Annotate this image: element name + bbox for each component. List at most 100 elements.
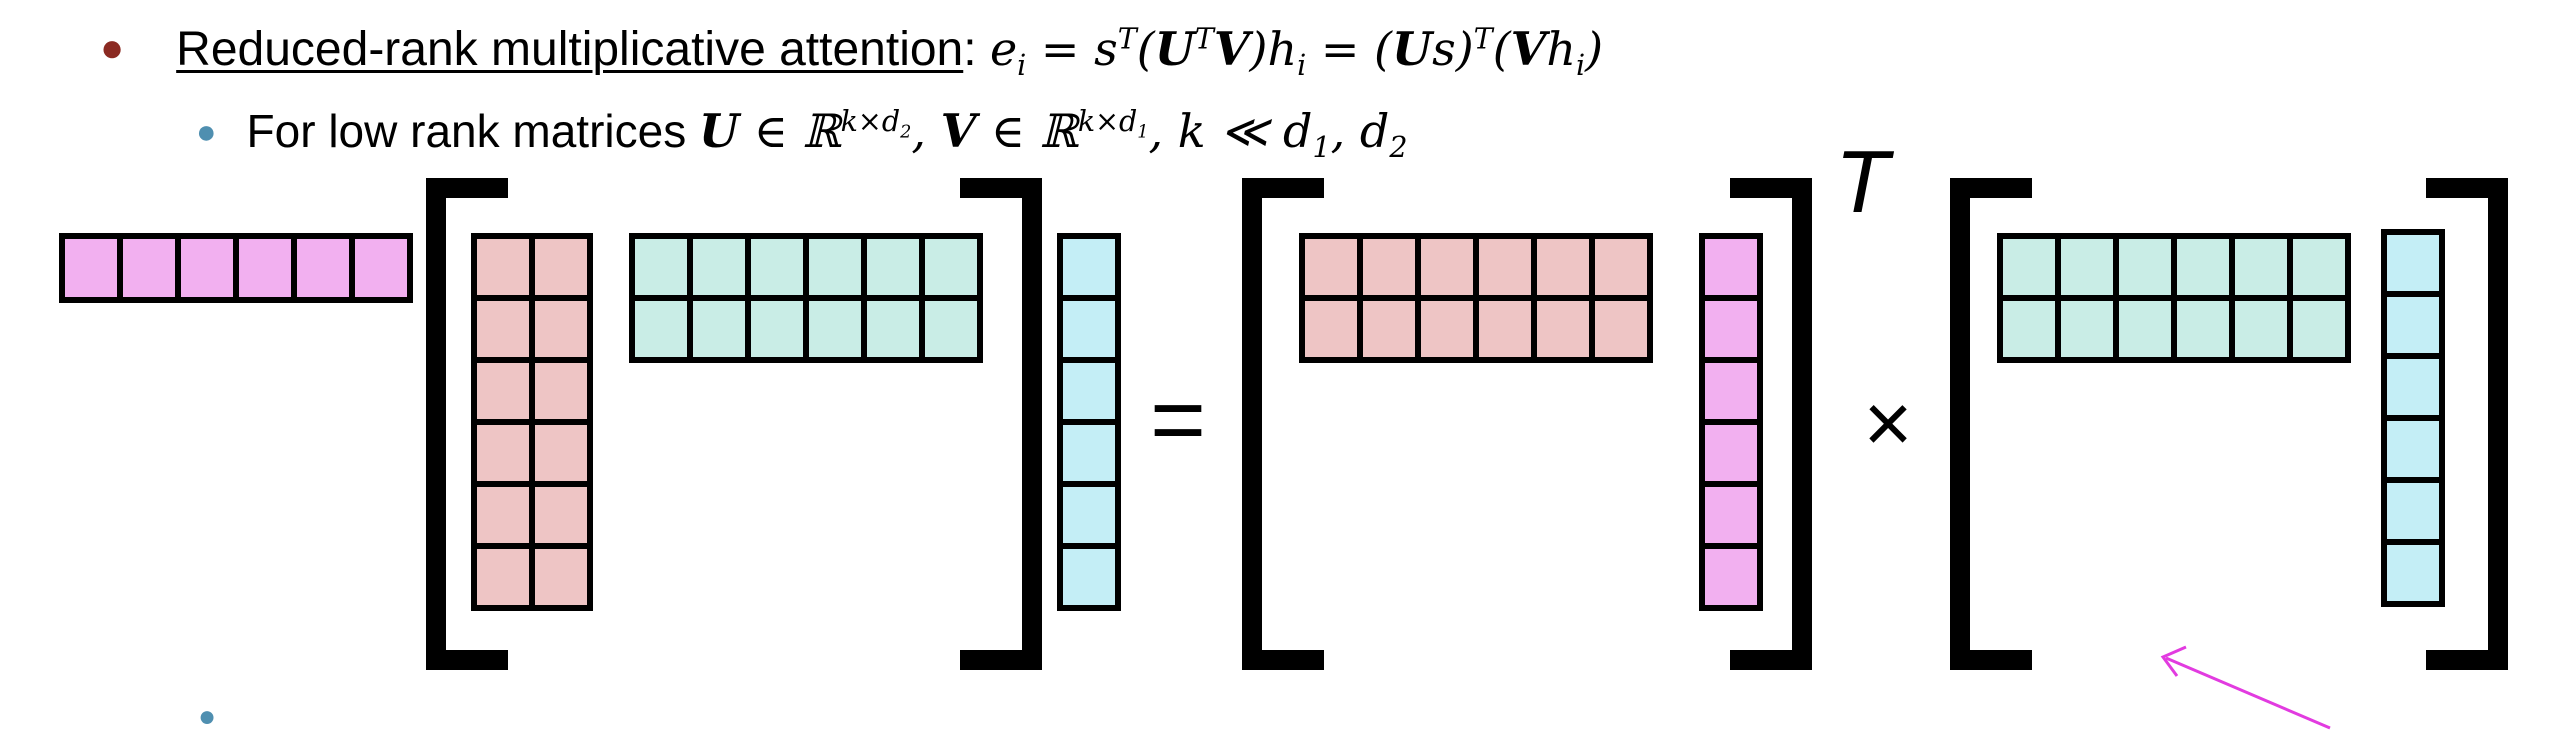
matrix-cell	[175, 233, 239, 303]
key-vector-h	[1057, 233, 1121, 611]
matrix-cell	[2381, 477, 2445, 545]
matrix-cell	[1473, 233, 1537, 301]
matrix-cell	[1057, 357, 1121, 425]
matrix-cell	[2113, 295, 2177, 363]
matrix-cell	[1997, 295, 2061, 363]
matrix-cell	[471, 357, 535, 425]
matrix-cell	[2229, 233, 2293, 301]
matrix-cell	[1415, 233, 1479, 301]
matrix-cell	[1589, 233, 1653, 301]
matrix-cell	[471, 481, 535, 549]
matrix-cell	[861, 233, 925, 301]
right-bracket-1	[960, 178, 1042, 670]
bullet-line-low-rank: ● For low rank matrices U ∈ ℝk×d2, V ∈ ℝk…	[196, 104, 1407, 164]
heading-text: Reduced-rank multiplicative attention	[176, 23, 964, 76]
matrix-cell	[2229, 295, 2293, 363]
matrix-cell	[1473, 295, 1537, 363]
matrix-cell	[471, 419, 535, 487]
matrix-cell	[1357, 233, 1421, 301]
right-bracket-2	[1730, 178, 1812, 670]
matrix-cell	[1699, 481, 1763, 549]
matrix-cell	[529, 295, 593, 363]
matrix-cell	[529, 357, 593, 425]
matrix-cell	[803, 233, 867, 301]
matrix-cell	[745, 233, 809, 301]
matrix-cell	[529, 481, 593, 549]
equals-sign: =	[1150, 366, 1206, 473]
transpose-superscript: T	[1835, 132, 1894, 231]
matrix-cell	[861, 295, 925, 363]
matrix-cell	[1299, 233, 1363, 301]
left-bracket-1	[426, 178, 508, 670]
query-vector-s-col	[1699, 233, 1763, 611]
times-sign: ×	[1863, 376, 1912, 470]
matrix-cell	[1997, 233, 2061, 301]
matrix-cell	[529, 543, 593, 611]
arrow-icon	[2160, 645, 2331, 730]
matrix-cell	[629, 233, 693, 301]
matrix-cell	[2055, 295, 2119, 363]
bullet-dot-icon: ●	[100, 26, 125, 70]
matrix-cell	[1057, 233, 1121, 301]
matrix-cell	[1057, 481, 1121, 549]
matrix-cell	[529, 233, 593, 301]
matrix-cell	[745, 295, 809, 363]
matrix-cell	[687, 233, 751, 301]
matrix-cell	[2055, 233, 2119, 301]
matrix-cell	[59, 233, 123, 303]
matrix-cell	[1699, 233, 1763, 301]
matrix-cell	[471, 233, 535, 301]
matrix-v-right	[1997, 233, 2351, 363]
matrix-cell	[919, 295, 983, 363]
matrix-cell	[471, 543, 535, 611]
right-bracket-3	[2426, 178, 2508, 670]
matrix-cell	[349, 233, 413, 303]
matrix-cell	[2381, 291, 2445, 359]
matrix-cell	[2381, 539, 2445, 607]
matrix-cell	[2113, 233, 2177, 301]
matrix-cell	[1699, 357, 1763, 425]
matrix-cell	[1699, 295, 1763, 363]
bullet-line-reduced-rank: ●Reduced-rank multiplicative attention: …	[100, 22, 1603, 82]
matrix-cell	[2381, 229, 2445, 297]
matrix-cell	[1057, 419, 1121, 487]
matrix-cell	[687, 295, 751, 363]
matrix-cell	[117, 233, 181, 303]
matrix-cell	[1415, 295, 1479, 363]
matrix-cell	[2287, 295, 2351, 363]
matrix-cell	[1531, 233, 1595, 301]
matrix-cell	[2171, 295, 2235, 363]
low-rank-text: For low rank matrices	[246, 105, 699, 157]
left-bracket-3	[1950, 178, 2032, 670]
attention-formula: ei = sT(UTV)hi = (Us)T(Vhi)	[989, 22, 1604, 83]
query-vector-s	[59, 233, 413, 303]
matrix-v	[629, 233, 983, 363]
matrix-cell	[233, 233, 297, 303]
matrix-cell	[1589, 295, 1653, 363]
matrix-cell	[1699, 543, 1763, 611]
key-vector-h-right	[2381, 229, 2445, 607]
matrix-cell	[1531, 295, 1595, 363]
matrix-u	[1299, 233, 1653, 363]
matrix-cell	[629, 295, 693, 363]
bullet-dot-icon: ●	[198, 700, 217, 733]
matrix-u-transpose	[471, 233, 593, 611]
bullet-dot-icon: ●	[196, 113, 217, 151]
low-rank-formula: U ∈ ℝk×d2, V ∈ ℝk×d1, k ≪ d1, d2	[698, 104, 1408, 165]
matrix-cell	[1699, 419, 1763, 487]
left-bracket-2	[1242, 178, 1324, 670]
matrix-cell	[803, 295, 867, 363]
heading-colon: :	[963, 23, 977, 76]
matrix-cell	[1057, 543, 1121, 611]
matrix-cell	[1357, 295, 1421, 363]
matrix-cell	[919, 233, 983, 301]
matrix-cell	[2287, 233, 2351, 301]
matrix-cell	[2381, 353, 2445, 421]
matrix-cell	[529, 419, 593, 487]
matrix-cell	[471, 295, 535, 363]
matrix-cell	[291, 233, 355, 303]
matrix-cell	[2171, 233, 2235, 301]
matrix-cell	[1299, 295, 1363, 363]
matrix-cell	[1057, 295, 1121, 363]
